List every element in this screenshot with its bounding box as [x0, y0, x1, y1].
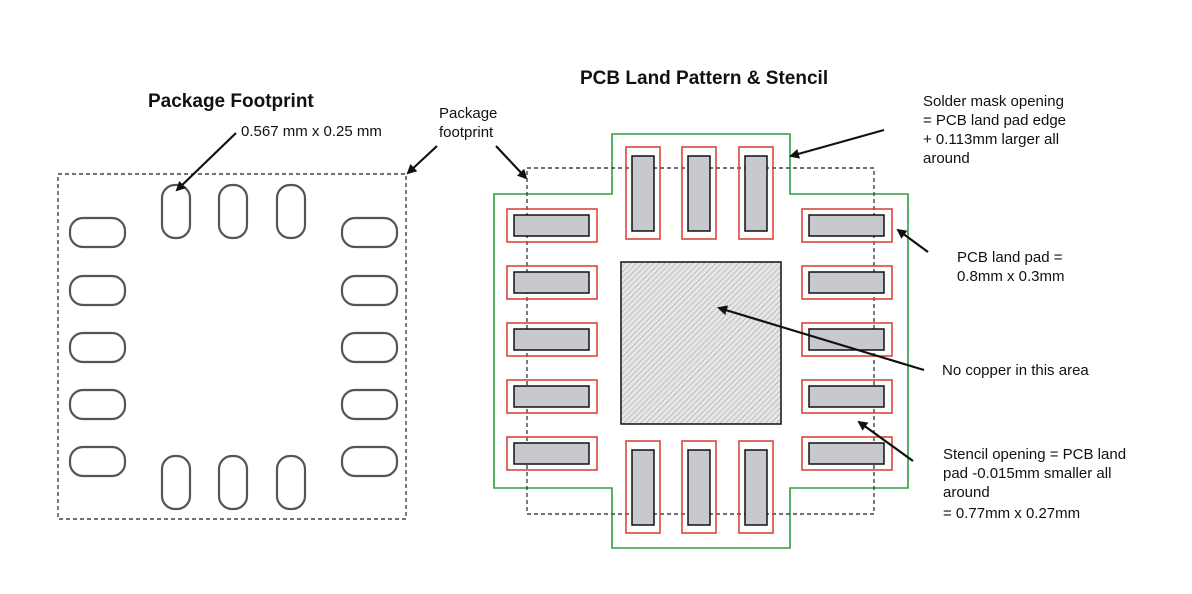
land-pad	[744, 449, 768, 526]
land-pad	[513, 271, 590, 294]
solder-mask-line2: = PCB land pad edge	[923, 112, 1066, 129]
land-pads-left	[506, 208, 598, 471]
package-pad	[340, 274, 399, 307]
land-pads-top	[625, 146, 774, 240]
solder-mask-opening	[625, 440, 661, 534]
solder-mask-line1: Solder mask opening	[923, 93, 1064, 110]
land-pad	[808, 385, 885, 408]
package-footprint-label-line1: Package	[439, 105, 497, 122]
package-outline	[57, 173, 407, 520]
package-pad	[68, 216, 127, 249]
package-pad	[160, 454, 192, 511]
land-pad-arrow	[896, 228, 929, 253]
no-copper-area	[620, 261, 782, 425]
solder-mask-opening	[506, 208, 598, 243]
land-pads-right	[801, 208, 893, 471]
package-pad	[68, 445, 127, 478]
package-pad	[275, 183, 307, 240]
solder-mask-opening	[625, 146, 661, 240]
solder-mask-opening	[801, 265, 893, 300]
package-pad	[275, 454, 307, 511]
land-pad	[808, 442, 885, 465]
solder-mask-annotation: Solder mask opening = PCB land pad edge …	[923, 93, 1066, 167]
land-pads-bottom	[625, 440, 774, 534]
package-pad	[340, 331, 399, 364]
land-pad-line1: PCB land pad =	[957, 249, 1063, 266]
land-pad	[631, 449, 655, 526]
land-pad	[687, 155, 711, 232]
land-pad	[744, 155, 768, 232]
stencil-line4: = 0.77mm x 0.27mm	[943, 505, 1080, 522]
land-pad	[808, 214, 885, 237]
solder-mask-line3: + 0.113mm larger all	[923, 131, 1059, 148]
stencil-line1: Stencil opening = PCB land	[943, 446, 1126, 463]
package-footprint-label-line2: footprint	[439, 124, 494, 141]
package-pad	[217, 454, 249, 511]
land-pad	[808, 271, 885, 294]
pad-dimension-label: 0.567 mm x 0.25 mm	[241, 123, 382, 140]
land-pad	[513, 328, 590, 351]
package-footprint-arrow	[495, 145, 528, 180]
solder-mask-opening	[506, 265, 598, 300]
solder-mask-outline	[493, 133, 909, 549]
solder-mask-opening	[506, 322, 598, 357]
package-pad	[68, 274, 127, 307]
stencil-line2: pad -0.015mm smaller all	[943, 465, 1111, 482]
package-pad	[340, 445, 399, 478]
solder-mask-opening	[738, 440, 774, 534]
land-pad	[513, 442, 590, 465]
package-pad	[340, 388, 399, 421]
solder-mask-opening	[801, 208, 893, 243]
pcb-land-pattern-title: PCB Land Pattern & Stencil	[580, 68, 828, 89]
package-pad	[160, 183, 192, 240]
solder-mask-opening	[801, 379, 893, 414]
land-pad	[631, 155, 655, 232]
solder-mask-opening	[506, 379, 598, 414]
land-pad	[513, 385, 590, 408]
package-pad	[68, 388, 127, 421]
solder-mask-opening	[801, 322, 893, 357]
no-copper-annotation: No copper in this area	[942, 362, 1089, 379]
no-copper-arrow	[717, 305, 925, 372]
package-pad	[68, 331, 127, 364]
package-pad	[340, 216, 399, 249]
land-pad	[808, 328, 885, 351]
solder-mask-opening	[681, 440, 717, 534]
stencil-line3: around	[943, 484, 990, 501]
package-footprint-title: Package Footprint	[148, 91, 314, 112]
solder-mask-opening	[801, 436, 893, 471]
solder-mask-opening	[506, 436, 598, 471]
package-pad	[217, 183, 249, 240]
land-pad	[687, 449, 711, 526]
solder-mask-arrow	[789, 128, 885, 159]
package-pads	[68, 183, 399, 511]
land-pad	[513, 214, 590, 237]
pad-dimension-arrow	[175, 132, 237, 192]
solder-mask-line4: around	[923, 150, 970, 167]
stencil-annotation: Stencil opening = PCB land pad -0.015mm …	[943, 446, 1126, 522]
stencil-arrow	[857, 420, 914, 462]
package-outline-arrow	[406, 145, 438, 175]
land-pad-annotation: PCB land pad = 0.8mm x 0.3mm	[957, 249, 1065, 285]
land-pad-line2: 0.8mm x 0.3mm	[957, 268, 1065, 285]
solder-mask-opening	[681, 146, 717, 240]
solder-mask-opening	[738, 146, 774, 240]
